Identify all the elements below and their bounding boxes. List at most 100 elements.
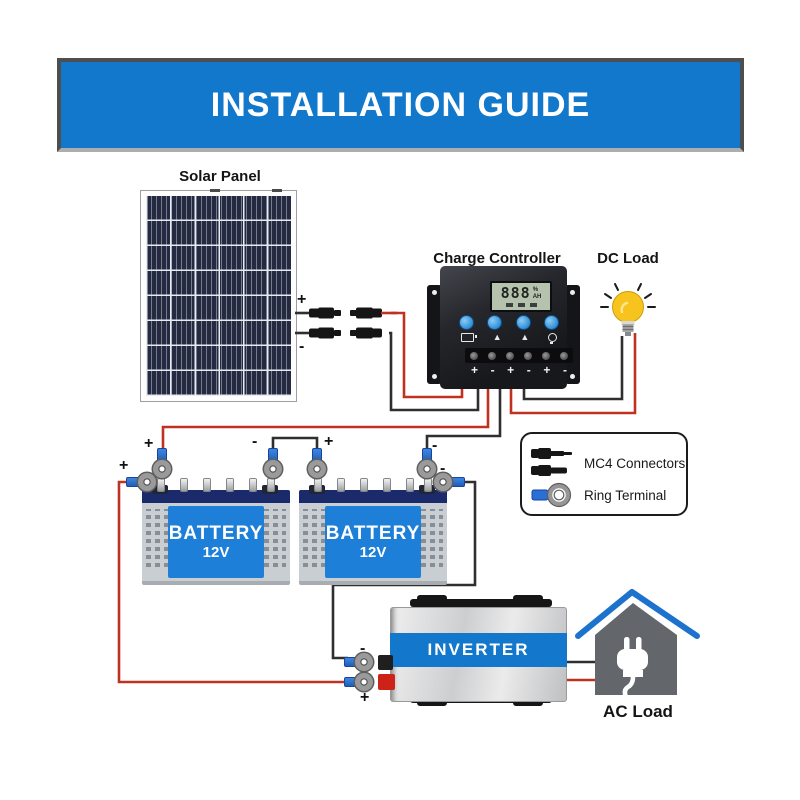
terminal-label: + xyxy=(507,363,515,377)
battery2-neg-top-mark: - xyxy=(432,437,438,454)
inverter-foot-tab xyxy=(513,595,543,607)
light-bulb-icon xyxy=(600,283,656,336)
lcd-unit-ah: AH xyxy=(532,293,542,300)
battery-vents xyxy=(421,509,443,567)
battery-post xyxy=(407,479,413,491)
mc4-connector-icon xyxy=(531,448,572,476)
battery-post xyxy=(268,479,274,491)
terminal-screw xyxy=(506,351,514,360)
lcd-value: 888 xyxy=(500,284,531,302)
screw-hole-icon xyxy=(432,374,437,379)
battery1-neg-mark: - xyxy=(252,433,258,450)
inverter-negative-post xyxy=(378,655,393,670)
solar-cells-grid xyxy=(146,196,291,396)
page-title: INSTALLATION GUIDE xyxy=(210,85,591,124)
ac-load-label: AC Load xyxy=(603,702,673,721)
battery-body: BATTERY 12V xyxy=(299,503,447,585)
battery-voltage: 12V xyxy=(359,544,387,562)
house-roof xyxy=(575,589,700,639)
battery-post xyxy=(181,479,187,491)
battery-name: BATTERY xyxy=(325,522,421,544)
up-button[interactable] xyxy=(487,315,503,330)
up-arrow-icon: ▲ xyxy=(492,332,502,342)
dc-load-label: DC Load xyxy=(597,250,659,267)
terminal-screw xyxy=(524,351,532,360)
battery-post xyxy=(384,479,390,491)
terminal-label: + xyxy=(471,363,479,377)
plug-cable xyxy=(622,674,636,700)
terminal-screw xyxy=(488,351,496,360)
controller-body: 888 % AH ▲ ▲ xyxy=(440,266,573,389)
panel-mount-mark xyxy=(272,189,282,192)
lamp-icon xyxy=(548,333,557,344)
battery-1: BATTERY 12V xyxy=(142,479,290,585)
ring-terminal xyxy=(138,473,156,491)
battery-post xyxy=(204,479,210,491)
inverter-foot xyxy=(410,599,552,607)
controller-mount-flange xyxy=(427,285,442,384)
down-button[interactable] xyxy=(515,315,531,330)
terminal-label: - xyxy=(490,363,495,377)
wire-battery-series-jumper xyxy=(271,436,319,452)
terminal-label: - xyxy=(562,363,567,377)
ring-terminal xyxy=(451,477,465,487)
battery-post xyxy=(250,479,256,491)
legend-item-mc4: MC4 Connectors xyxy=(530,446,685,480)
battery-post xyxy=(425,479,431,491)
ring-terminal xyxy=(264,460,282,478)
terminal-label: - xyxy=(526,363,531,377)
up-arrow-icon: ▲ xyxy=(520,332,530,342)
ring-terminal xyxy=(153,460,171,478)
solar-positive-mark: + xyxy=(297,291,307,308)
legend-item-ring: Ring Terminal xyxy=(530,482,666,508)
lcd-status-icons xyxy=(505,303,537,307)
terminal-label: + xyxy=(543,363,551,377)
enter-button[interactable] xyxy=(543,315,559,330)
wire-solar-negative xyxy=(389,331,480,412)
lcd-unit-percent: % xyxy=(532,286,539,293)
battery-post xyxy=(338,479,344,491)
controller-icon-row: ▲ ▲ xyxy=(461,332,557,344)
terminal-screw xyxy=(470,351,478,360)
screw-hole-icon xyxy=(570,290,575,295)
ring-terminal xyxy=(355,653,373,671)
battery2-pos-mark: + xyxy=(324,433,334,450)
battery-post xyxy=(361,479,367,491)
wire-controller-battery-positive xyxy=(161,372,490,452)
battery-icon xyxy=(461,333,477,342)
solar-panel-label: Solar Panel xyxy=(179,168,261,185)
wire-battery-inverter-negative xyxy=(331,480,477,660)
inverter-neg-mark: - xyxy=(360,640,366,657)
screw-hole-icon xyxy=(570,374,575,379)
battery-top-cap xyxy=(142,490,290,503)
battery-name: BATTERY xyxy=(168,522,264,544)
battery1-pos-top-mark: + xyxy=(144,435,154,452)
inverter-positive-post xyxy=(378,674,395,690)
battery-front-panel: BATTERY 12V xyxy=(168,506,264,578)
battery-vents xyxy=(264,509,286,567)
ac-load-house xyxy=(575,589,700,700)
controller-lcd-display: 888 % AH xyxy=(490,281,552,312)
charge-controller-label: Charge Controller xyxy=(433,250,561,267)
menu-button[interactable] xyxy=(459,315,474,330)
screw-hole-icon xyxy=(432,290,437,295)
mc4-connector-pair-positive xyxy=(295,307,397,319)
battery-voltage: 12V xyxy=(202,544,230,562)
ring-terminal xyxy=(308,460,326,478)
inverter-label: INVERTER xyxy=(427,640,530,659)
battery1-pos-side-mark: + xyxy=(119,457,129,474)
battery-vents xyxy=(146,509,168,567)
ring-terminal xyxy=(355,673,373,691)
terminal-screw xyxy=(560,351,568,360)
battery2-neg-side-mark: - xyxy=(440,460,446,477)
battery-post xyxy=(158,479,164,491)
battery-body: BATTERY 12V xyxy=(142,503,290,585)
controller-buttons xyxy=(459,315,559,330)
legend-label-mc4: MC4 Connectors xyxy=(584,455,686,471)
inverter-stripe: INVERTER xyxy=(390,633,567,667)
solar-negative-mark: - xyxy=(299,338,305,355)
inverter: INVERTER xyxy=(378,595,570,707)
terminal-screw xyxy=(542,351,550,360)
battery-vents xyxy=(303,509,325,567)
